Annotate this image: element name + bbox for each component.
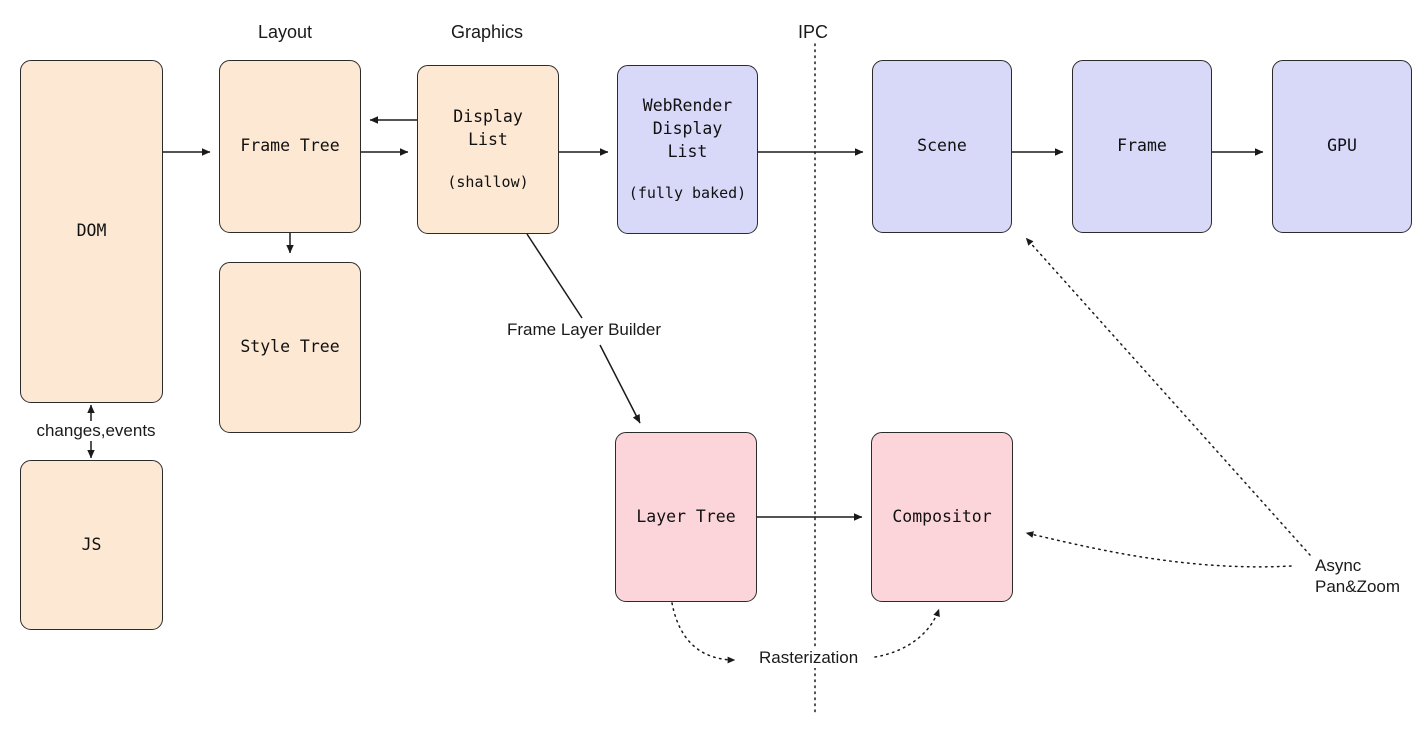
edge-rasterization-to-compositor <box>874 608 940 658</box>
node-layer-tree-label: Layer Tree <box>636 506 736 526</box>
node-webrender-display-list-label-line2: Display <box>652 118 723 138</box>
edge-label-async-pan-zoom: Async Pan&Zoom <box>1311 555 1405 598</box>
edge-layer-tree-to-rasterization <box>671 602 736 664</box>
node-compositor[interactable]: Compositor <box>871 432 1013 602</box>
node-js[interactable]: JS <box>20 460 163 630</box>
edge-async-pan-zoom-to-scene <box>1025 237 1311 556</box>
node-webrender-display-list[interactable]: WebRender Display List (fully baked) <box>617 65 758 234</box>
edge-async-pan-zoom-to-compositor <box>1025 531 1292 568</box>
node-frame-tree-label: Frame Tree <box>240 136 340 156</box>
node-style-tree-label: Style Tree <box>240 337 340 357</box>
node-frame-label: Frame <box>1117 136 1167 156</box>
edge-display-list-to-layer-tree-lower <box>599 344 641 424</box>
node-compositor-label: Compositor <box>892 506 992 526</box>
edge-label-async-pan-zoom-line2: Pan&Zoom <box>1315 577 1401 597</box>
node-frame-tree[interactable]: Frame Tree <box>219 60 361 233</box>
edge-label-frame-layer-builder: Frame Layer Builder <box>503 320 666 340</box>
node-webrender-display-list-label-line1: WebRender <box>642 96 733 115</box>
edge-label-rasterization: Rasterization <box>755 648 863 668</box>
node-webrender-display-list-sublabel: (fully baked) <box>628 184 747 203</box>
node-gpu-label: GPU <box>1327 136 1357 156</box>
edge-label-async-pan-zoom-line1: Async <box>1315 556 1362 575</box>
node-display-list-sublabel: (shallow) <box>447 172 529 191</box>
node-style-tree[interactable]: Style Tree <box>219 262 361 433</box>
node-js-label: JS <box>81 534 102 554</box>
edge-label-changes-events: changes,events <box>22 421 170 441</box>
node-webrender-display-list-label-line3: List <box>667 141 708 161</box>
group-label-ipc: IPC <box>798 22 829 42</box>
edge-display-list-to-layer-tree-upper <box>526 233 583 319</box>
node-gpu[interactable]: GPU <box>1272 60 1412 233</box>
node-scene-label: Scene <box>917 136 967 156</box>
node-dom-label: DOM <box>76 221 107 241</box>
node-layer-tree[interactable]: Layer Tree <box>615 432 757 602</box>
node-display-list[interactable]: Display List (shallow) <box>417 65 559 234</box>
group-label-graphics: Graphics <box>451 22 524 42</box>
node-scene[interactable]: Scene <box>872 60 1012 233</box>
node-display-list-label-line1: Display <box>453 107 523 127</box>
node-dom[interactable]: DOM <box>20 60 163 403</box>
group-label-layout: Layout <box>258 22 313 42</box>
node-display-list-label-line2: List <box>468 130 508 150</box>
node-frame[interactable]: Frame <box>1072 60 1212 233</box>
